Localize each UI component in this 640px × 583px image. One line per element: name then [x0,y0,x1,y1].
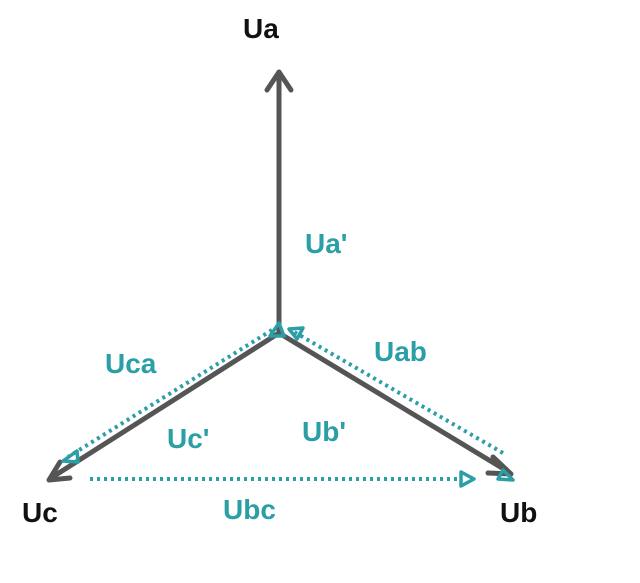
label-ub: Ub [500,497,537,528]
arrowhead-uca [61,449,80,464]
vector-ua [264,69,294,336]
arrowhead-uc [46,459,73,483]
vector-ubc [90,470,476,488]
label-uca: Uca [105,348,157,379]
label-ua: Ua [243,13,279,44]
arrowhead-ub [485,454,514,477]
label-ub-prime: Ub' [302,416,346,447]
arrowhead-uab [287,326,305,341]
vector-uc [46,330,282,483]
arrowhead-ubc [459,470,476,488]
vector-uab [287,326,515,482]
arrowhead-ua [264,69,294,93]
label-ua-prime: Ua' [305,228,347,259]
arrowhead-ub-teal [496,468,515,482]
label-uab: Uab [374,336,427,367]
label-ubc: Ubc [223,494,276,525]
vector-uca [61,321,286,464]
label-uc: Uc [22,497,58,528]
arrowhead-origin-teal [268,321,286,338]
label-uc-prime: Uc' [167,423,209,454]
vector-ub [276,330,514,477]
